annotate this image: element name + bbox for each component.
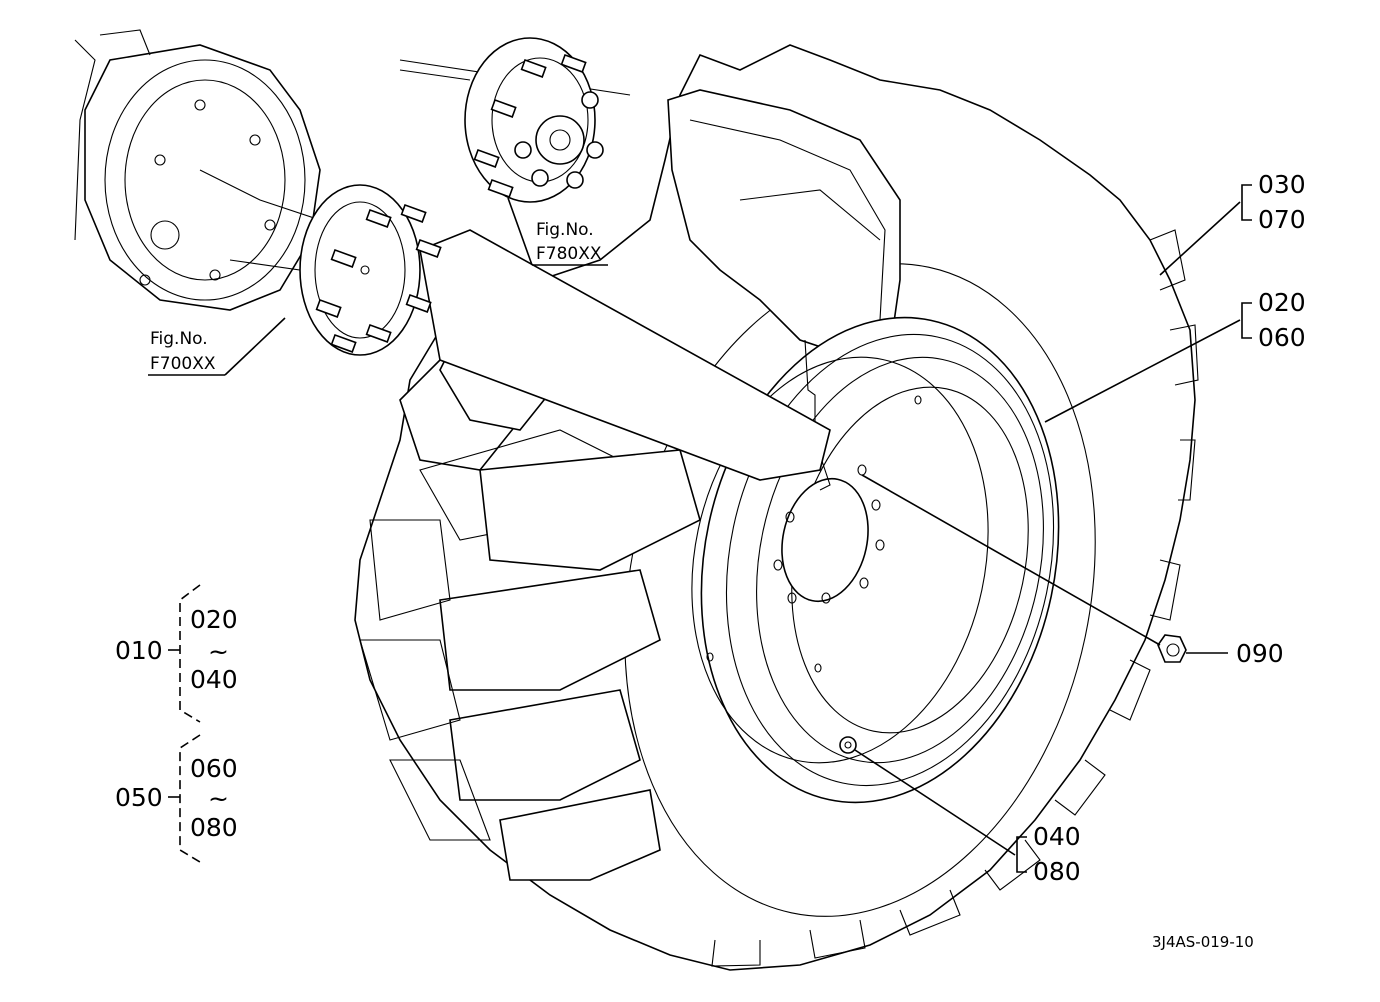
- group-050-id: 050: [115, 783, 163, 812]
- left-hub-flange: [299, 184, 442, 356]
- callout-040: 040: [1033, 822, 1081, 851]
- callout-060: 060: [1258, 323, 1306, 352]
- hub-studs: [315, 203, 442, 353]
- callout-030: 030: [1258, 170, 1306, 199]
- leader-lines: [148, 184, 1252, 873]
- group-050-from: 060: [190, 754, 238, 783]
- group-050-to: 080: [190, 813, 238, 842]
- valve-stem: [839, 736, 857, 754]
- final-drive-housing: [74, 29, 321, 311]
- figref-right-label: Fig.No.: [536, 220, 594, 240]
- group-010-from: 020: [190, 605, 238, 634]
- callout-090: 090: [1236, 639, 1284, 668]
- bolt-holes: [706, 395, 922, 673]
- wheel-nut: [1157, 634, 1187, 663]
- figref-left-number: F700XX: [150, 354, 216, 374]
- group-010-id: 010: [115, 636, 163, 665]
- group-010-to: 040: [190, 665, 238, 694]
- figref-right-number: F780XX: [536, 244, 602, 264]
- callout-020: 020: [1258, 288, 1306, 317]
- drawing-code: 3J4AS-019-10: [1152, 933, 1254, 951]
- group-050-tilde: ~: [208, 784, 229, 813]
- group-010-tilde: ~: [208, 637, 229, 666]
- right-hub-flange: [464, 37, 604, 203]
- figref-left-label: Fig.No.: [150, 329, 208, 349]
- callout-070: 070: [1258, 205, 1306, 234]
- callout-080: 080: [1033, 857, 1081, 886]
